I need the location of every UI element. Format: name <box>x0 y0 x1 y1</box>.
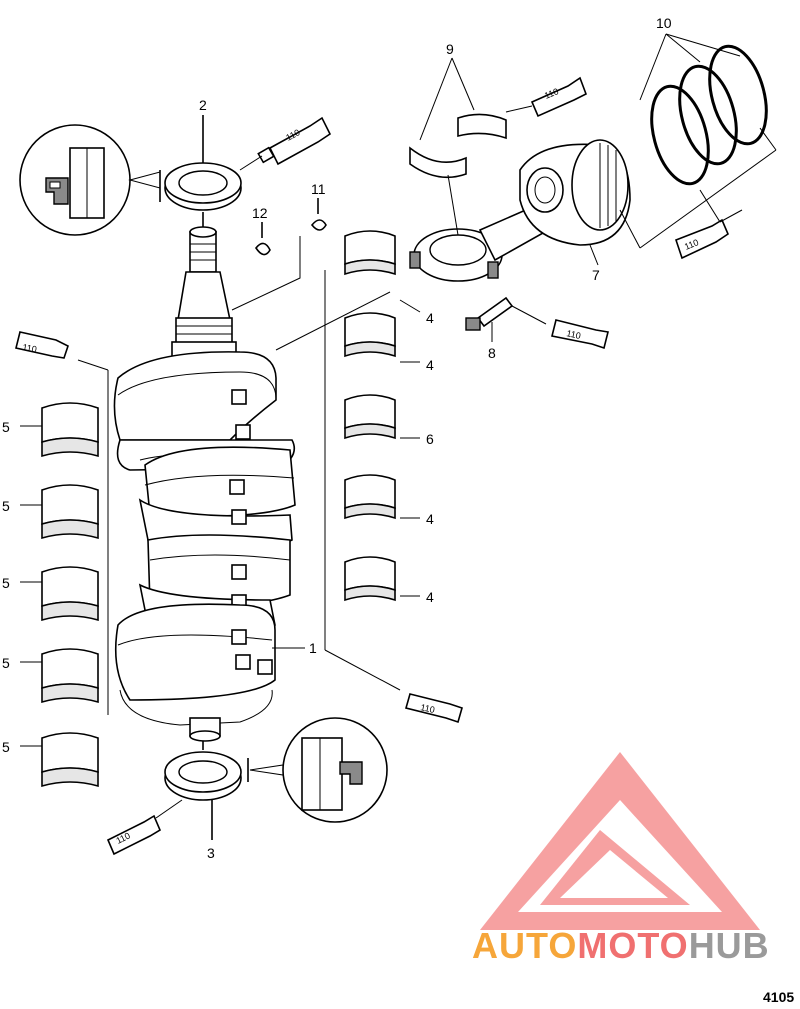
watermark-logo: AUTOMOTOHUB <box>472 752 770 966</box>
watermark-hub: HUB <box>689 925 770 966</box>
callout-4d: 4 <box>426 589 434 605</box>
sealant-label: 110 <box>566 328 582 341</box>
sealant-label: 110 <box>420 702 436 715</box>
callout-9: 9 <box>446 41 454 57</box>
lower-seal <box>164 735 242 840</box>
callout-5a: 5 <box>2 419 10 435</box>
callout-5e: 5 <box>2 739 10 755</box>
sealant-label: 110 <box>543 86 560 101</box>
sealant-tube-1: 110 <box>239 116 332 171</box>
sealant-tube-6: 110 <box>405 693 463 724</box>
sealant-tube-7: 110 <box>106 799 183 856</box>
callout-1: 1 <box>309 640 317 656</box>
sealant-label: 110 <box>683 237 700 252</box>
sealant-tube-3: 110 <box>675 209 743 260</box>
seal-detail-top <box>19 124 161 236</box>
watermark-auto: AUTO <box>472 925 577 966</box>
piston-rings <box>619 33 777 249</box>
sealant-tube-4: 110 <box>551 319 609 350</box>
callout-4b: 4 <box>426 357 434 373</box>
figure-number: 4105 <box>763 989 794 1005</box>
callout-5c: 5 <box>2 575 10 591</box>
callout-2: 2 <box>199 97 207 113</box>
callout-8: 8 <box>488 345 496 361</box>
callout-5d: 5 <box>2 655 10 671</box>
crankshaft <box>113 226 296 742</box>
key-11 <box>310 198 327 231</box>
upper-seal <box>164 115 242 228</box>
svg-text:AUTOMOTOHUB: AUTOMOTOHUB <box>472 925 770 966</box>
main-bearing-column-right <box>324 230 421 691</box>
callout-12: 12 <box>252 205 268 221</box>
sealant-tube-2: 110 <box>505 76 588 118</box>
main-bearing-column-left <box>20 359 109 788</box>
callout-4a: 4 <box>426 310 434 326</box>
callout-10: 10 <box>656 15 672 31</box>
callout-11: 11 <box>311 181 326 197</box>
callout-7: 7 <box>592 267 600 283</box>
callout-5b: 5 <box>2 498 10 514</box>
piston <box>519 139 631 266</box>
sealant-tube-5: 110 <box>15 331 69 359</box>
watermark-moto: MOTO <box>577 925 688 966</box>
callout-6: 6 <box>426 431 434 447</box>
sealant-label: 110 <box>22 342 38 354</box>
seal-detail-bottom <box>247 717 388 823</box>
callout-3: 3 <box>207 845 215 861</box>
key-12 <box>255 222 271 256</box>
rod-bolt <box>465 296 547 342</box>
rod-bearing-halves <box>409 57 507 179</box>
callout-4c: 4 <box>426 511 434 527</box>
